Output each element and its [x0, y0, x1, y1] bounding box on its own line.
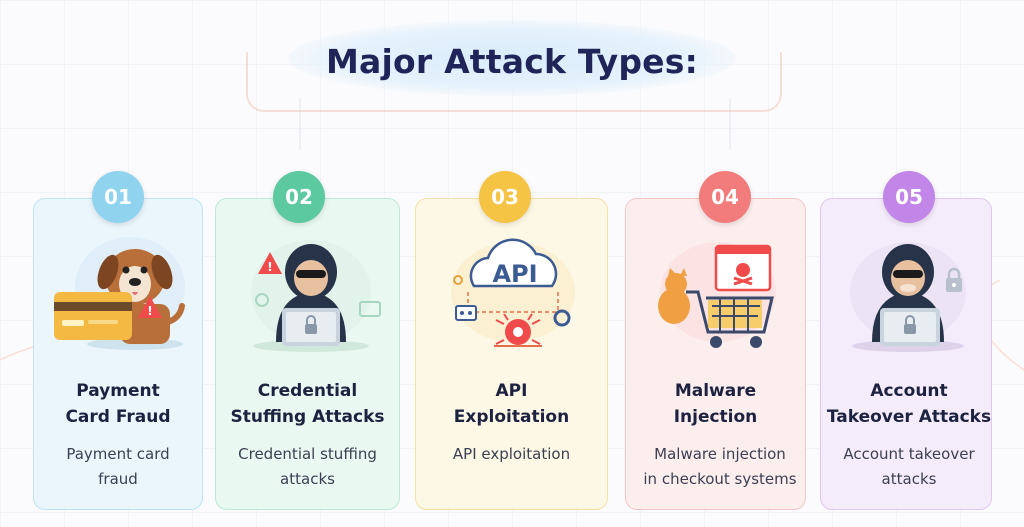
card-title-line: Payment [76, 381, 160, 401]
card-desc-line: fraud [98, 470, 138, 488]
card-title-line: Malware [674, 381, 757, 401]
api-cloud-bug-icon: API [451, 238, 575, 347]
dog-credit-card-icon: ! [54, 237, 185, 350]
card-number-badge: 03 [479, 171, 531, 223]
card-number-badge: 04 [699, 171, 751, 223]
card-description: API exploitation [415, 442, 608, 467]
card-desc-line: Account takeover [843, 445, 975, 463]
api-label: API [492, 260, 537, 288]
card-title-line: Account [870, 381, 948, 401]
card-title-line: Exploitation [453, 407, 570, 427]
card-number-badge: 05 [883, 171, 935, 223]
card-desc-line: attacks [881, 470, 937, 488]
cart-malware-icon [658, 242, 776, 348]
card-title-line: Stuffing Attacks [230, 407, 385, 427]
card-description: Account takeover attacks [820, 442, 998, 492]
card-desc-line: Malware injection [654, 445, 786, 463]
card-title-line: Injection [673, 407, 758, 427]
card-desc-line: Credential stuffing [238, 445, 377, 463]
card-title-line: API [495, 381, 528, 401]
card-title-line: Credential [257, 381, 358, 401]
card-title: Malware Injection [625, 378, 806, 430]
title-banner: Major Attack Types: [246, 16, 782, 112]
card-number-badge: 01 [92, 171, 144, 223]
title-frame [246, 52, 782, 112]
card-title: Credential Stuffing Attacks [215, 378, 400, 430]
card-title-line: Card Fraud [65, 407, 171, 427]
hacker-laptop-icon: ! [251, 240, 381, 352]
svg-text:!: ! [147, 304, 152, 318]
card-desc-line: Payment card [66, 445, 170, 463]
hacker-laptop-lock-icon [850, 242, 966, 352]
card-title-line: Takeover Attacks [826, 407, 992, 427]
card-description: Malware injection in checkout systems [625, 442, 815, 492]
card-number-badge: 02 [273, 171, 325, 223]
card-description: Payment card fraud [33, 442, 203, 492]
card-title: Payment Card Fraud [33, 378, 203, 430]
page-title: Major Attack Types: [326, 42, 698, 81]
card-description: Credential stuffing attacks [215, 442, 400, 492]
card-desc-line: API exploitation [452, 445, 571, 463]
card-desc-line: attacks [280, 470, 335, 488]
card-title: API Exploitation [415, 378, 608, 430]
svg-text:!: ! [267, 260, 272, 274]
card-title: Account Takeover Attacks [820, 378, 998, 430]
card-desc-line: in checkout systems [643, 470, 797, 488]
title-cloud [288, 20, 736, 96]
